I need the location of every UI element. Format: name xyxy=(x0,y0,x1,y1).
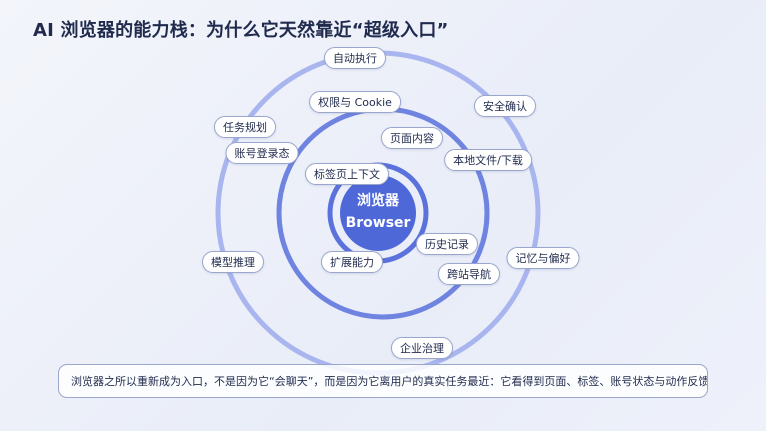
tag-model-reasoning: 模型推理 xyxy=(202,251,264,273)
tag-cross-site-nav: 跨站导航 xyxy=(438,263,500,285)
caption-box: 浏览器之所以重新成为入口，不是因为它“会聊天”，而是因为它离用户的真实任务最近：… xyxy=(58,364,708,398)
browser-core xyxy=(340,175,416,251)
tag-security-confirm: 安全确认 xyxy=(474,95,536,117)
core-label-en: Browser xyxy=(345,215,411,231)
tag-permissions-cookie: 权限与 Cookie xyxy=(309,91,401,113)
tag-tab-context: 标签页上下文 xyxy=(305,163,389,185)
tag-history: 历史记录 xyxy=(416,233,478,255)
browser-core-label: 浏览器 Browser xyxy=(340,190,416,234)
tag-extensions: 扩展能力 xyxy=(321,251,383,273)
page-title: AI 浏览器的能力栈：为什么它天然靠近“超级入口” xyxy=(33,20,449,41)
tag-memory-prefs: 记忆与偏好 xyxy=(506,247,580,269)
tag-enterprise-governance: 企业治理 xyxy=(391,337,453,359)
tag-account-login: 账号登录态 xyxy=(225,142,299,164)
core-label-cn: 浏览器 xyxy=(357,193,399,209)
tag-page-content: 页面内容 xyxy=(381,127,443,149)
tag-local-files: 本地文件/下载 xyxy=(444,149,532,171)
tag-task-planning: 任务规划 xyxy=(214,116,276,138)
tag-auto-exec: 自动执行 xyxy=(324,47,386,69)
